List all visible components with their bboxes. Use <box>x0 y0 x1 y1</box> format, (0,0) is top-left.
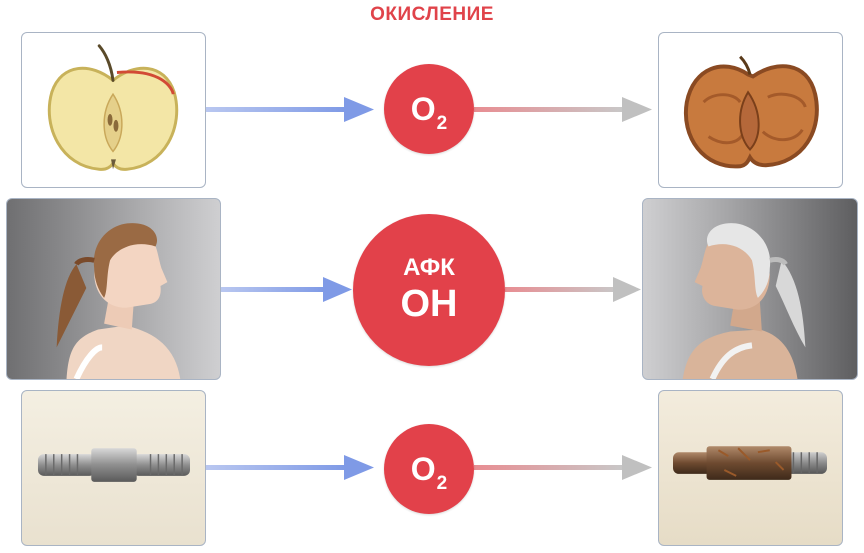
arrow-out-row-3 <box>474 455 652 480</box>
rusted-metal-pipe-fitting-image <box>673 446 828 480</box>
ros-oh-node: АФК ОН <box>353 214 505 366</box>
fresh-apple-card <box>21 32 206 188</box>
dried-apple-card <box>658 32 843 188</box>
rusted-metal-card <box>658 390 843 546</box>
fresh-apple-half-image <box>47 44 179 171</box>
oxygen-node-1: O2 <box>384 64 474 154</box>
clean-metal-card <box>21 390 206 546</box>
oxygen-subscript: 2 <box>436 112 448 134</box>
diagram-title: ОКИСЛЕНИЕ <box>370 4 494 25</box>
ros-label: АФК <box>403 254 455 281</box>
elderly-woman-card <box>642 198 858 380</box>
young-woman-profile-image <box>56 223 181 379</box>
elderly-woman-profile-image <box>682 223 806 379</box>
arrow-in-row-1 <box>206 97 374 122</box>
arrow-in-row-3 <box>206 455 374 480</box>
oxygen-symbol: O <box>410 450 436 487</box>
oxygen-node-3: O2 <box>384 424 474 514</box>
clean-metal-pipe-fitting-image <box>37 448 191 482</box>
oxygen-symbol: O <box>410 90 436 127</box>
oxygen-subscript: 2 <box>436 472 448 494</box>
arrow-out-row-2 <box>505 277 641 302</box>
hydroxyl-label: ОН <box>400 283 458 325</box>
young-woman-card <box>6 198 221 380</box>
arrow-in-row-2 <box>221 277 352 302</box>
dried-oxidized-apple-image <box>683 55 819 169</box>
arrow-out-row-1 <box>474 97 652 122</box>
